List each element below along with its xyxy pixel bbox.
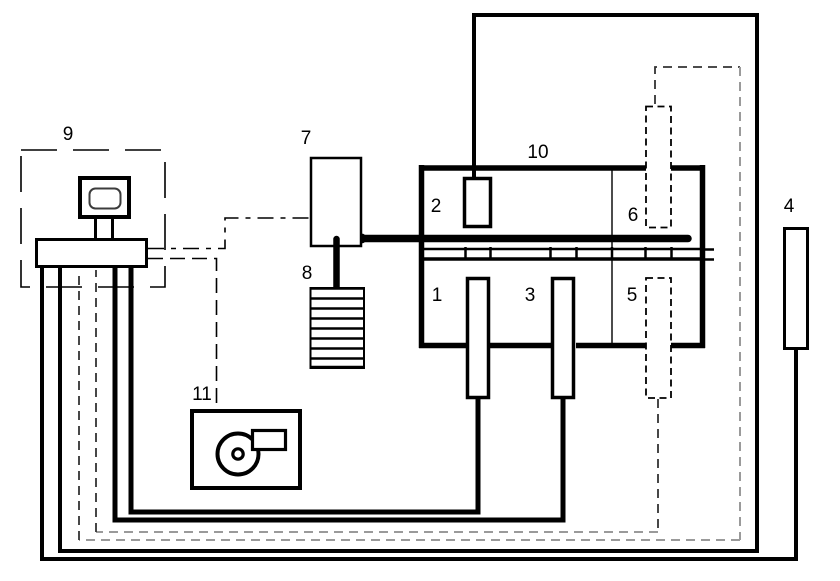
label-8: 8 — [302, 263, 313, 284]
label-2: 2 — [431, 196, 442, 217]
label-5: 5 — [627, 285, 638, 306]
label-4: 4 — [784, 196, 795, 217]
cable-probe1 — [128, 266, 481, 515]
probe-3-electrode — [550, 276, 576, 400]
sample-holder-2 — [462, 176, 493, 229]
label-1: 1 — [432, 285, 443, 306]
furnace-box-10 — [418, 165, 714, 349]
dashed-circuit-probe6 — [78, 66, 741, 541]
balance-unit-9 — [35, 176, 148, 268]
weight-stack-8 — [309, 287, 365, 369]
detector-4 — [783, 227, 809, 350]
probe-5-dashed — [645, 277, 672, 399]
label-7: 7 — [301, 128, 312, 149]
wire-loop-detector4-to-balance — [40, 266, 798, 561]
display-screen — [88, 187, 122, 210]
weight-stack-stripes — [310, 287, 364, 369]
balance-base — [35, 238, 148, 268]
monitor-stand — [94, 219, 114, 239]
probe-6-dashed — [645, 105, 672, 229]
fan-unit-11 — [190, 409, 302, 490]
wire-loop-sample-to-balance — [58, 13, 759, 553]
gas-channel-band — [421, 247, 714, 261]
linkage-balance-to-fan — [148, 257, 218, 409]
dashed-circuit-probe5 — [95, 270, 659, 533]
band-dividers — [464, 247, 673, 260]
label-10: 10 — [527, 142, 548, 163]
label-6: 6 — [628, 205, 639, 226]
mechanism-box-7 — [309, 156, 363, 248]
label-3: 3 — [525, 285, 536, 306]
blower-hub — [231, 447, 245, 461]
cable-probe3 — [112, 266, 566, 523]
probe-1-electrode — [465, 276, 491, 400]
linkage-balance-to-box7 — [148, 217, 309, 250]
blower-outlet — [250, 428, 288, 452]
outlet-stubs — [705, 248, 714, 261]
labels: 1 2 3 4 5 6 7 8 9 10 11 — [63, 124, 795, 405]
dashed-wire-top — [654, 66, 740, 104]
beam-assembly — [356, 233, 692, 244]
dashdot-frame-balance — [20, 149, 166, 288]
label-9: 9 — [63, 124, 74, 145]
label-11: 11 — [192, 384, 212, 405]
